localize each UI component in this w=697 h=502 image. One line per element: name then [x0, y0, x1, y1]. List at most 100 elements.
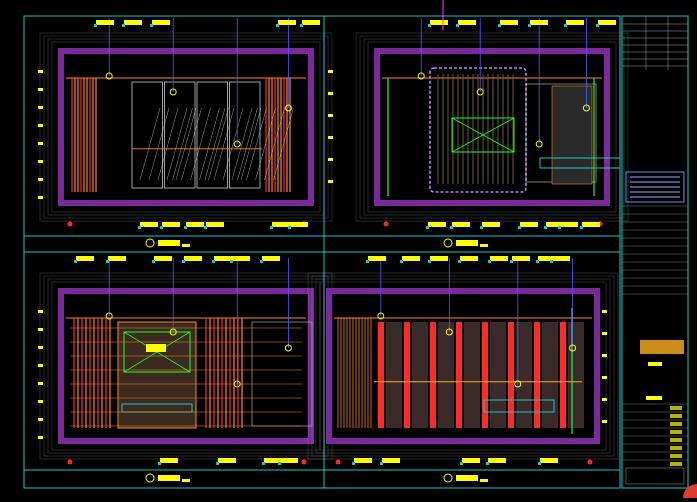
sheet-number: [646, 396, 662, 400]
dimension-tick: [260, 260, 263, 263]
side-dimension: [38, 418, 43, 421]
dimension-tag: [206, 222, 224, 227]
glass-hatch: [175, 107, 197, 181]
dimension-tag: [354, 458, 372, 463]
dimension-tick: [558, 226, 561, 229]
dimension-tag: [124, 20, 142, 25]
right-wall: [308, 288, 314, 444]
dimension-tick: [106, 260, 109, 263]
dimension-tick: [74, 260, 77, 263]
red-strip: [534, 322, 540, 428]
side-dimension: [602, 310, 607, 313]
dimension-tick: [366, 260, 369, 263]
side-dimension: [602, 420, 607, 423]
outline-frame: [355, 32, 629, 222]
dimension-tag: [582, 222, 600, 227]
callout-bubble: [535, 140, 543, 148]
dimension-tag: [152, 20, 170, 25]
outline-frame: [51, 41, 321, 213]
top-dimension-row-c: [74, 256, 280, 263]
floor-band: [326, 438, 600, 444]
dimension-tag: [290, 222, 308, 227]
picture-diagonal: [451, 117, 515, 153]
side-dimension: [38, 70, 43, 73]
dimension-tick: [276, 24, 279, 27]
level-marker: [67, 459, 73, 465]
dimension-tick: [528, 24, 531, 27]
dimension-tag: [430, 256, 448, 261]
left-wall: [374, 48, 380, 206]
title-block: [621, 15, 689, 489]
dimension-tag: [96, 20, 114, 25]
outline-frame: [359, 35, 625, 219]
red-strip: [508, 322, 514, 428]
red-strip: [378, 322, 384, 428]
red-strip: [560, 322, 566, 428]
dimension-tag: [520, 222, 538, 227]
outline-frame: [363, 38, 621, 216]
side-dimension: [328, 180, 333, 183]
dimension-tick: [150, 24, 153, 27]
dimension-tag: [566, 20, 584, 25]
view-scale: [480, 479, 488, 482]
title-value: [670, 462, 682, 466]
left-dimensions-a: [38, 70, 43, 199]
dimension-tick: [278, 462, 281, 465]
title-value: [670, 406, 682, 410]
dimension-tag: [430, 20, 448, 25]
outline-frame: [43, 35, 329, 219]
right-wall: [308, 48, 314, 206]
elevation-view-elevation-a: [39, 18, 333, 227]
tv-wall-panel: [117, 321, 197, 429]
glass-hatch: [157, 107, 179, 181]
callout-bubble: [476, 88, 484, 96]
side-dimension: [38, 328, 43, 331]
bottom-dimension-row-d: [352, 458, 558, 465]
corner-badge[interactable]: [683, 484, 697, 498]
dimension-tag: [500, 20, 518, 25]
dimension-tick: [158, 462, 161, 465]
dimension-tag: [278, 20, 296, 25]
outline-frame: [47, 278, 325, 454]
dimension-tag: [462, 458, 480, 463]
side-dimension: [38, 196, 43, 199]
glass-hatch: [172, 107, 193, 181]
strip-infill: [568, 322, 584, 428]
elevation-view-elevation-c: [39, 258, 333, 465]
dimension-tag: [108, 256, 126, 261]
floor-band: [58, 200, 314, 206]
dimension-tick: [488, 260, 491, 263]
dimension-tick: [212, 260, 215, 263]
callout-bubble: [569, 344, 577, 352]
strip-infill: [412, 322, 428, 428]
dimension-tag: [460, 256, 478, 261]
dimension-tag: [598, 20, 616, 25]
dimension-tick: [428, 260, 431, 263]
left-wall: [58, 48, 64, 206]
bottom-dimension-row-b: [426, 222, 600, 229]
title-value: [670, 430, 682, 434]
glass-hatch: [148, 107, 170, 181]
bottom-dimension-row-c: [158, 458, 298, 465]
dimension-tick: [94, 24, 97, 27]
caption-view-b: [443, 238, 488, 248]
side-dimension: [38, 400, 43, 403]
view-marker: [443, 473, 453, 483]
dimension-tick: [510, 260, 513, 263]
side-door: [251, 321, 313, 427]
glass-panel: [196, 81, 228, 189]
red-strip: [456, 322, 462, 428]
dimension-tick: [538, 462, 541, 465]
glass-hatch: [204, 107, 226, 181]
dimension-tick: [498, 24, 501, 27]
glass-hatch: [222, 107, 244, 181]
left-wall: [326, 288, 332, 444]
side-dimension: [38, 160, 43, 163]
dimension-tick: [122, 24, 125, 27]
callout-bubble: [377, 312, 385, 320]
dimension-tag: [428, 222, 446, 227]
floor-band: [58, 438, 314, 444]
view-marker: [145, 473, 155, 483]
dimension-tag: [368, 256, 386, 261]
dimension-tag: [402, 256, 420, 261]
